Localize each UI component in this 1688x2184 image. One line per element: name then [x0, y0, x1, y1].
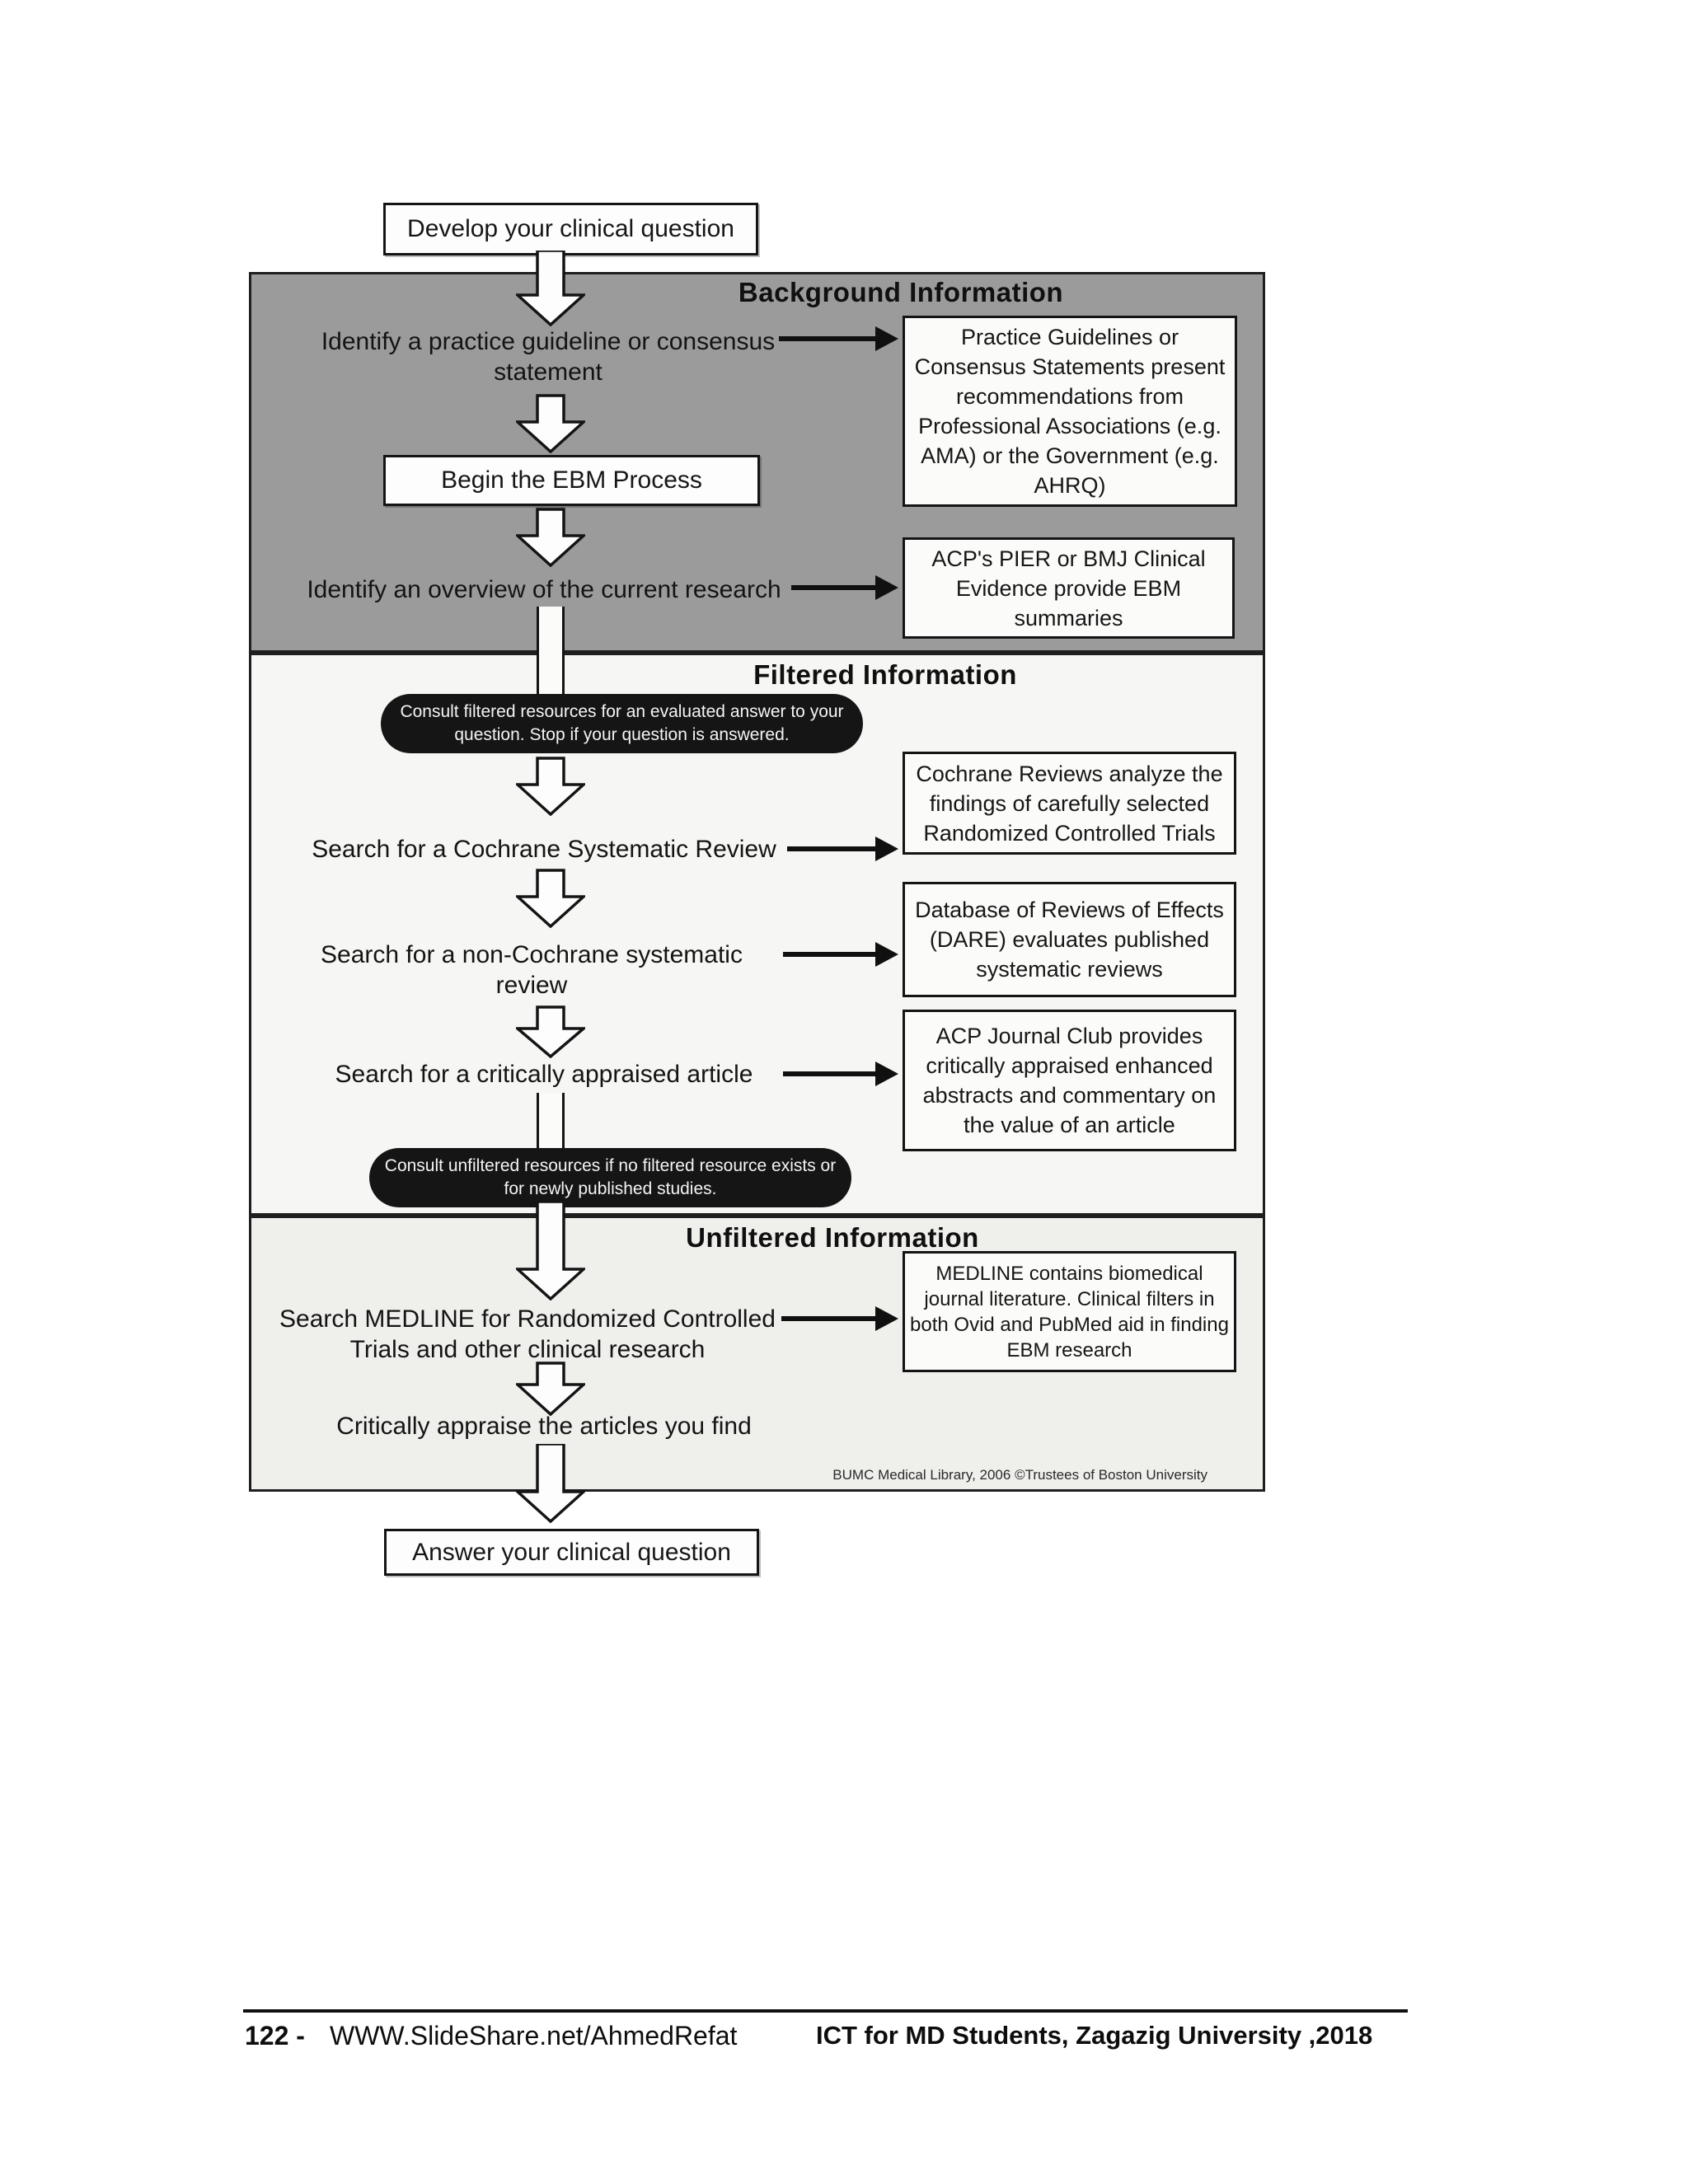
- resource-acp-journal-club: ACP Journal Club provides critically app…: [903, 1010, 1236, 1151]
- down-arrow-icon: [513, 1200, 588, 1305]
- down-arrow-icon: [513, 394, 588, 457]
- down-arrow-icon: [513, 1442, 588, 1527]
- down-arrow-icon: [513, 1005, 588, 1062]
- figure-credit: BUMC Medical Library, 2006 ©Trustees of …: [832, 1467, 1207, 1483]
- down-arrow-icon: [513, 249, 588, 330]
- step-search-cochrane: Search for a Cochrane Systematic Review: [312, 836, 776, 863]
- step-identify-guideline: Identify a practice guideline or consens…: [321, 328, 776, 386]
- start-box: Develop your clinical question: [383, 203, 758, 255]
- callout-filtered: Consult filtered resources for an evalua…: [381, 694, 863, 753]
- step-identify-overview: Identify an overview of the current rese…: [307, 576, 781, 603]
- begin-ebm-box: Begin the EBM Process: [383, 455, 760, 506]
- resource-dare: Database of Reviews of Effects (DARE) ev…: [903, 882, 1236, 997]
- footer-course-title: ICT for MD Students, Zagazig University …: [816, 2021, 1373, 2050]
- filtered-section-title: Filtered Information: [753, 659, 1017, 690]
- step-search-non-cochrane: Search for a non-Cochrane systematic rev…: [321, 941, 743, 999]
- down-connector-icon: [537, 607, 565, 696]
- background-section-title: Background Information: [738, 277, 1064, 307]
- down-arrow-icon: [513, 1361, 588, 1420]
- down-connector-icon: [537, 1093, 565, 1151]
- footer-page-number: 122 -: [245, 2021, 305, 2050]
- resource-medline: MEDLINE contains biomedical journal lite…: [903, 1251, 1236, 1372]
- down-arrow-icon: [513, 869, 588, 932]
- resource-practice-guidelines: Practice Guidelines or Consensus Stateme…: [903, 316, 1237, 507]
- footer-divider: [243, 2009, 1408, 2013]
- end-box: Answer your clinical question: [384, 1529, 759, 1576]
- down-arrow-icon: [513, 757, 588, 820]
- step-critically-appraise: Critically appraise the articles you fin…: [336, 1413, 752, 1440]
- footer-site-link: WWW.SlideShare.net/AhmedRefat: [330, 2021, 738, 2050]
- step-search-medline: Search MEDLINE for Randomized Controlled…: [279, 1305, 776, 1363]
- resource-cochrane: Cochrane Reviews analyze the findings of…: [903, 752, 1236, 855]
- down-arrow-icon: [513, 508, 588, 571]
- unfiltered-section-title: Unfiltered Information: [686, 1222, 979, 1253]
- callout-unfiltered: Consult unfiltered resources if no filte…: [369, 1148, 851, 1207]
- resource-acp-pier: ACP's PIER or BMJ Clinical Evidence prov…: [903, 537, 1235, 639]
- step-search-critically-appraised: Search for a critically appraised articl…: [335, 1061, 753, 1088]
